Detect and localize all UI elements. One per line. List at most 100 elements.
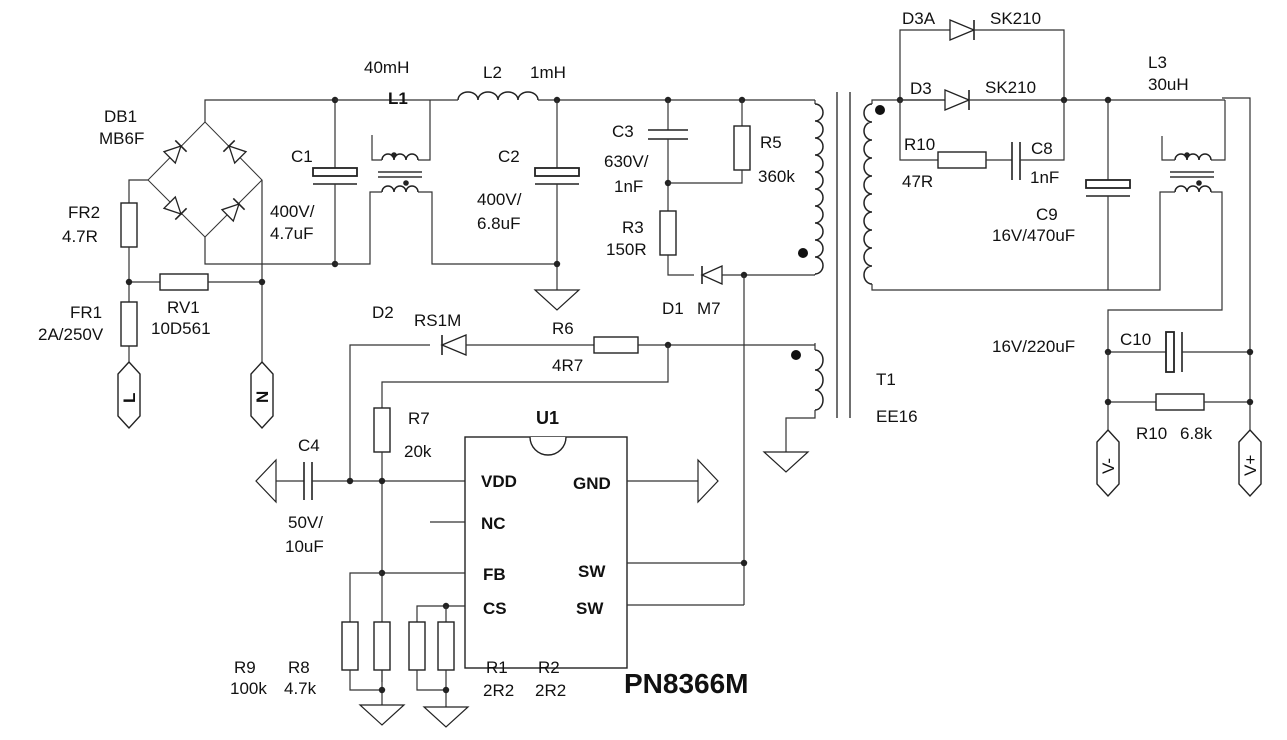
resistor-r7 bbox=[373, 407, 391, 453]
terminal-l bbox=[117, 360, 141, 430]
terminal-l-label: L bbox=[120, 393, 139, 403]
label-r2: R2 bbox=[538, 658, 560, 677]
snubber-section bbox=[648, 96, 815, 605]
label-r10b: R10 bbox=[1136, 424, 1167, 443]
resistor-r6 bbox=[593, 336, 639, 354]
label-c4: C4 bbox=[298, 436, 320, 455]
secondary-winding bbox=[863, 103, 873, 285]
inductor-l1-top bbox=[381, 153, 419, 161]
label-c4-val2: 10uF bbox=[285, 537, 324, 556]
label-c1: C1 bbox=[291, 147, 313, 166]
label-c10: C10 bbox=[1120, 330, 1151, 349]
resistor-r10-snubber bbox=[937, 151, 987, 169]
inductor-l3-top bbox=[1174, 153, 1212, 161]
label-d3: D3 bbox=[910, 79, 932, 98]
label-db1-part: MB6F bbox=[99, 129, 144, 148]
pin-sw1: SW bbox=[578, 562, 606, 581]
label-c8-val: 1nF bbox=[1030, 168, 1059, 187]
label-t1-val: EE16 bbox=[876, 407, 918, 426]
label-rv1-val: 10D561 bbox=[151, 319, 211, 338]
pin-fb: FB bbox=[483, 565, 506, 584]
label-c3-val1: 630V/ bbox=[604, 152, 649, 171]
label-c4-val1: 50V/ bbox=[288, 513, 323, 532]
label-r6: R6 bbox=[552, 319, 574, 338]
resistor-r10-bleeder bbox=[1155, 393, 1205, 411]
inductor-l3-bottom bbox=[1174, 185, 1212, 193]
label-r3-val: 150R bbox=[606, 240, 647, 259]
label-c9-val: 16V/470uF bbox=[992, 226, 1075, 245]
emi-filter-section bbox=[312, 91, 815, 311]
pin-nc: NC bbox=[481, 514, 506, 533]
controller-section bbox=[255, 334, 815, 728]
auxiliary-winding bbox=[814, 349, 824, 411]
resistor-r2 bbox=[437, 621, 455, 671]
label-rv1: RV1 bbox=[167, 298, 200, 317]
ic-u1 bbox=[464, 436, 628, 669]
label-r9: R9 bbox=[234, 658, 256, 677]
input-section: L N bbox=[117, 99, 335, 430]
varistor-rv1 bbox=[159, 273, 209, 291]
capacitor-c2 bbox=[534, 167, 580, 177]
label-r10b-val: 6.8k bbox=[1180, 424, 1213, 443]
label-d2-part: RS1M bbox=[414, 311, 461, 330]
label-r1: R1 bbox=[486, 658, 508, 677]
label-l2-val: 1mH bbox=[530, 63, 566, 82]
ground-symbol-fb bbox=[358, 704, 406, 726]
resistor-r9 bbox=[341, 621, 359, 671]
label-c10-val: 16V/220uF bbox=[992, 337, 1075, 356]
label-d1: D1 bbox=[662, 299, 684, 318]
label-c3: C3 bbox=[612, 122, 634, 141]
label-r10a-val: 47R bbox=[902, 172, 933, 191]
terminal-vpos bbox=[1238, 428, 1262, 498]
label-r3: R3 bbox=[622, 218, 644, 237]
label-c1-val1: 400V/ bbox=[270, 202, 315, 221]
label-d3-part: SK210 bbox=[985, 78, 1036, 97]
resistor-r1 bbox=[408, 621, 426, 671]
label-l1-val: 40mH bbox=[364, 58, 409, 77]
transformer-t1 bbox=[762, 92, 1108, 473]
label-c1-val2: 4.7uF bbox=[270, 224, 313, 243]
label-l1: L1 bbox=[388, 89, 408, 108]
bridge-rectifier-db1 bbox=[147, 121, 263, 238]
pin-sw2: SW bbox=[576, 599, 604, 618]
primary-winding bbox=[814, 103, 824, 275]
label-r7: R7 bbox=[408, 409, 430, 428]
part-number: PN8366M bbox=[624, 668, 749, 699]
diode-d3a bbox=[949, 19, 976, 41]
label-r8: R8 bbox=[288, 658, 310, 677]
label-fr1-val: 2A/250V bbox=[38, 325, 104, 344]
label-db1: DB1 bbox=[104, 107, 137, 126]
ground-symbol-u1 bbox=[697, 458, 719, 504]
label-t1: T1 bbox=[876, 370, 896, 389]
label-r5-val: 360k bbox=[758, 167, 795, 186]
resistor-r8 bbox=[373, 621, 391, 671]
label-d1-part: M7 bbox=[697, 299, 721, 318]
label-c2-val2: 6.8uF bbox=[477, 214, 520, 233]
resistor-fr1 bbox=[120, 301, 138, 347]
ground-symbol-aux bbox=[762, 451, 810, 473]
capacitor-c10 bbox=[1165, 331, 1175, 373]
terminal-vneg bbox=[1096, 428, 1120, 498]
label-r2-val: 2R2 bbox=[535, 681, 566, 700]
label-fr2-val: 4.7R bbox=[62, 227, 98, 246]
label-d3a: D3A bbox=[902, 9, 936, 28]
diode-d1 bbox=[700, 264, 723, 286]
terminal-n-label: N bbox=[253, 391, 272, 403]
resistor-fr2 bbox=[120, 202, 138, 248]
label-d2: D2 bbox=[372, 303, 394, 322]
capacitor-c9 bbox=[1085, 179, 1131, 189]
label-c9: C9 bbox=[1036, 205, 1058, 224]
ground-symbol-c2 bbox=[533, 289, 581, 311]
ic-u1-notch bbox=[529, 436, 567, 456]
terminal-n bbox=[250, 360, 274, 430]
labels: DB1 MB6F FR2 4.7R FR1 2A/250V RV1 10D561… bbox=[38, 9, 1213, 700]
terminal-vneg-label: V- bbox=[1099, 458, 1118, 474]
diode-d2 bbox=[440, 334, 467, 356]
diode-d3 bbox=[944, 89, 971, 111]
inductor-l2 bbox=[457, 91, 539, 101]
label-l3-val: 30uH bbox=[1148, 75, 1189, 94]
label-l3: L3 bbox=[1148, 53, 1167, 72]
label-c8: C8 bbox=[1031, 139, 1053, 158]
label-fr2: FR2 bbox=[68, 203, 100, 222]
